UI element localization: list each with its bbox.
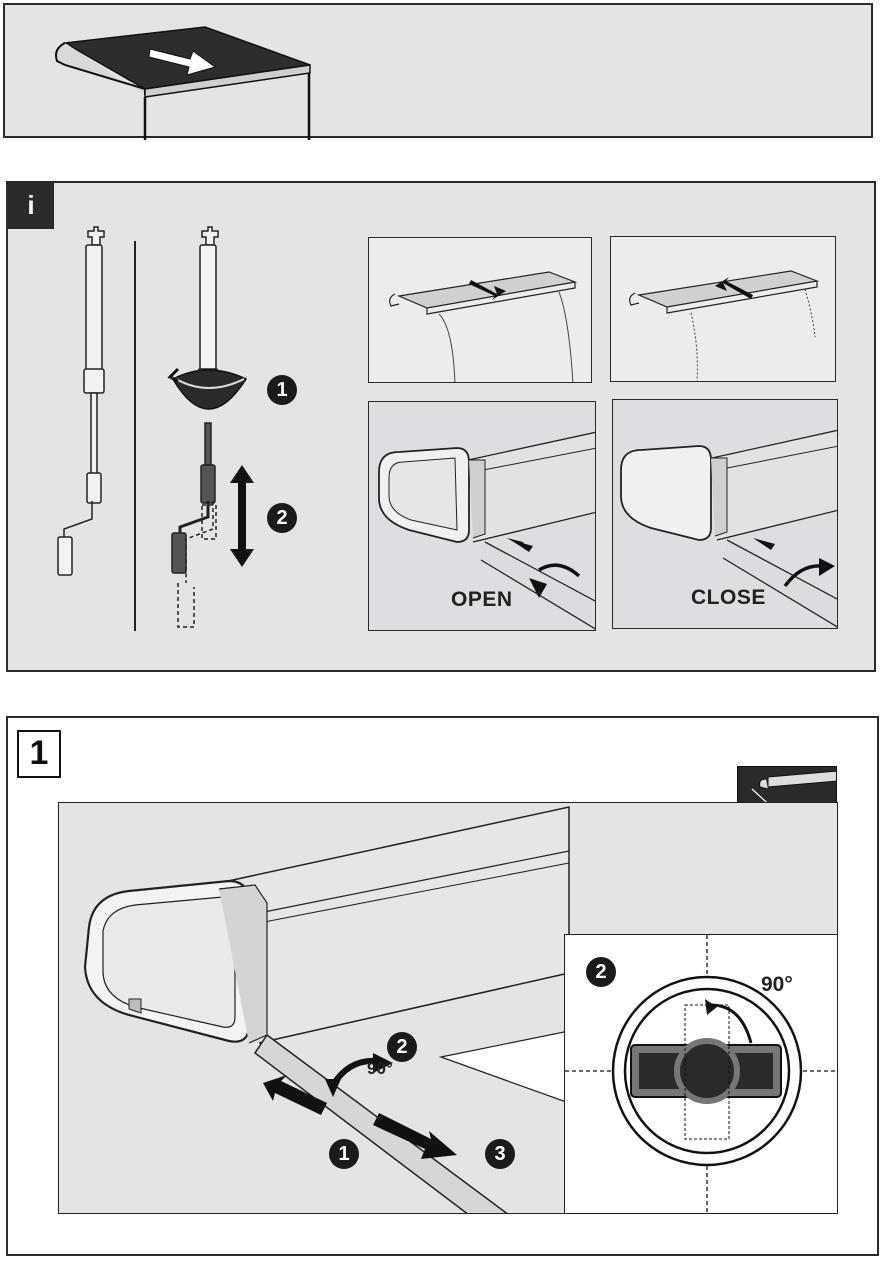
detail-zoom: 2 90° (564, 934, 838, 1214)
rotation-label: 90° (367, 1059, 393, 1078)
crank-left (57, 226, 105, 576)
top-panel (3, 3, 873, 140)
tile-open-awning (368, 237, 592, 383)
step1-panel: 1 IN 1 2 3 (6, 716, 879, 1256)
awning-top-illustration (55, 26, 311, 140)
arrow-in (263, 1075, 327, 1115)
step1-badge: 1 (17, 730, 61, 778)
rotate-cup (171, 369, 248, 410)
info-step-2: 2 (267, 503, 297, 533)
step-2-marker: 2 (387, 1032, 417, 1062)
cassette-close-drawing (620, 429, 837, 628)
tile-close-awning (610, 236, 836, 382)
step-1-marker: 1 (329, 1139, 359, 1169)
extend-arrow (148, 48, 217, 76)
detail-zoom-drawing (565, 935, 837, 1213)
arrow-out (373, 1113, 457, 1159)
info-badge: i (8, 183, 54, 229)
close-label: CLOSE (691, 586, 766, 609)
detail-step-marker: 2 (586, 957, 616, 987)
step-3-marker: 3 (485, 1139, 515, 1169)
cassette-frame: 1 2 3 90° (58, 802, 838, 1214)
awning-open-drawing (389, 271, 578, 382)
detail-rotation-label: 90° (761, 973, 793, 996)
awning-close-drawing (629, 270, 820, 381)
crank-illustration (57, 226, 254, 631)
tile-close-crank: CLOSE (612, 399, 838, 629)
tile-open-crank: OPEN (368, 401, 596, 631)
cassette-open-drawing (378, 431, 595, 630)
info-panel: i (6, 181, 876, 672)
crank-right (171, 226, 219, 628)
updown-arrow (230, 465, 254, 567)
open-label: OPEN (451, 588, 513, 611)
info-step-1: 1 (267, 375, 297, 405)
cassette-main-drawing (83, 806, 570, 1213)
